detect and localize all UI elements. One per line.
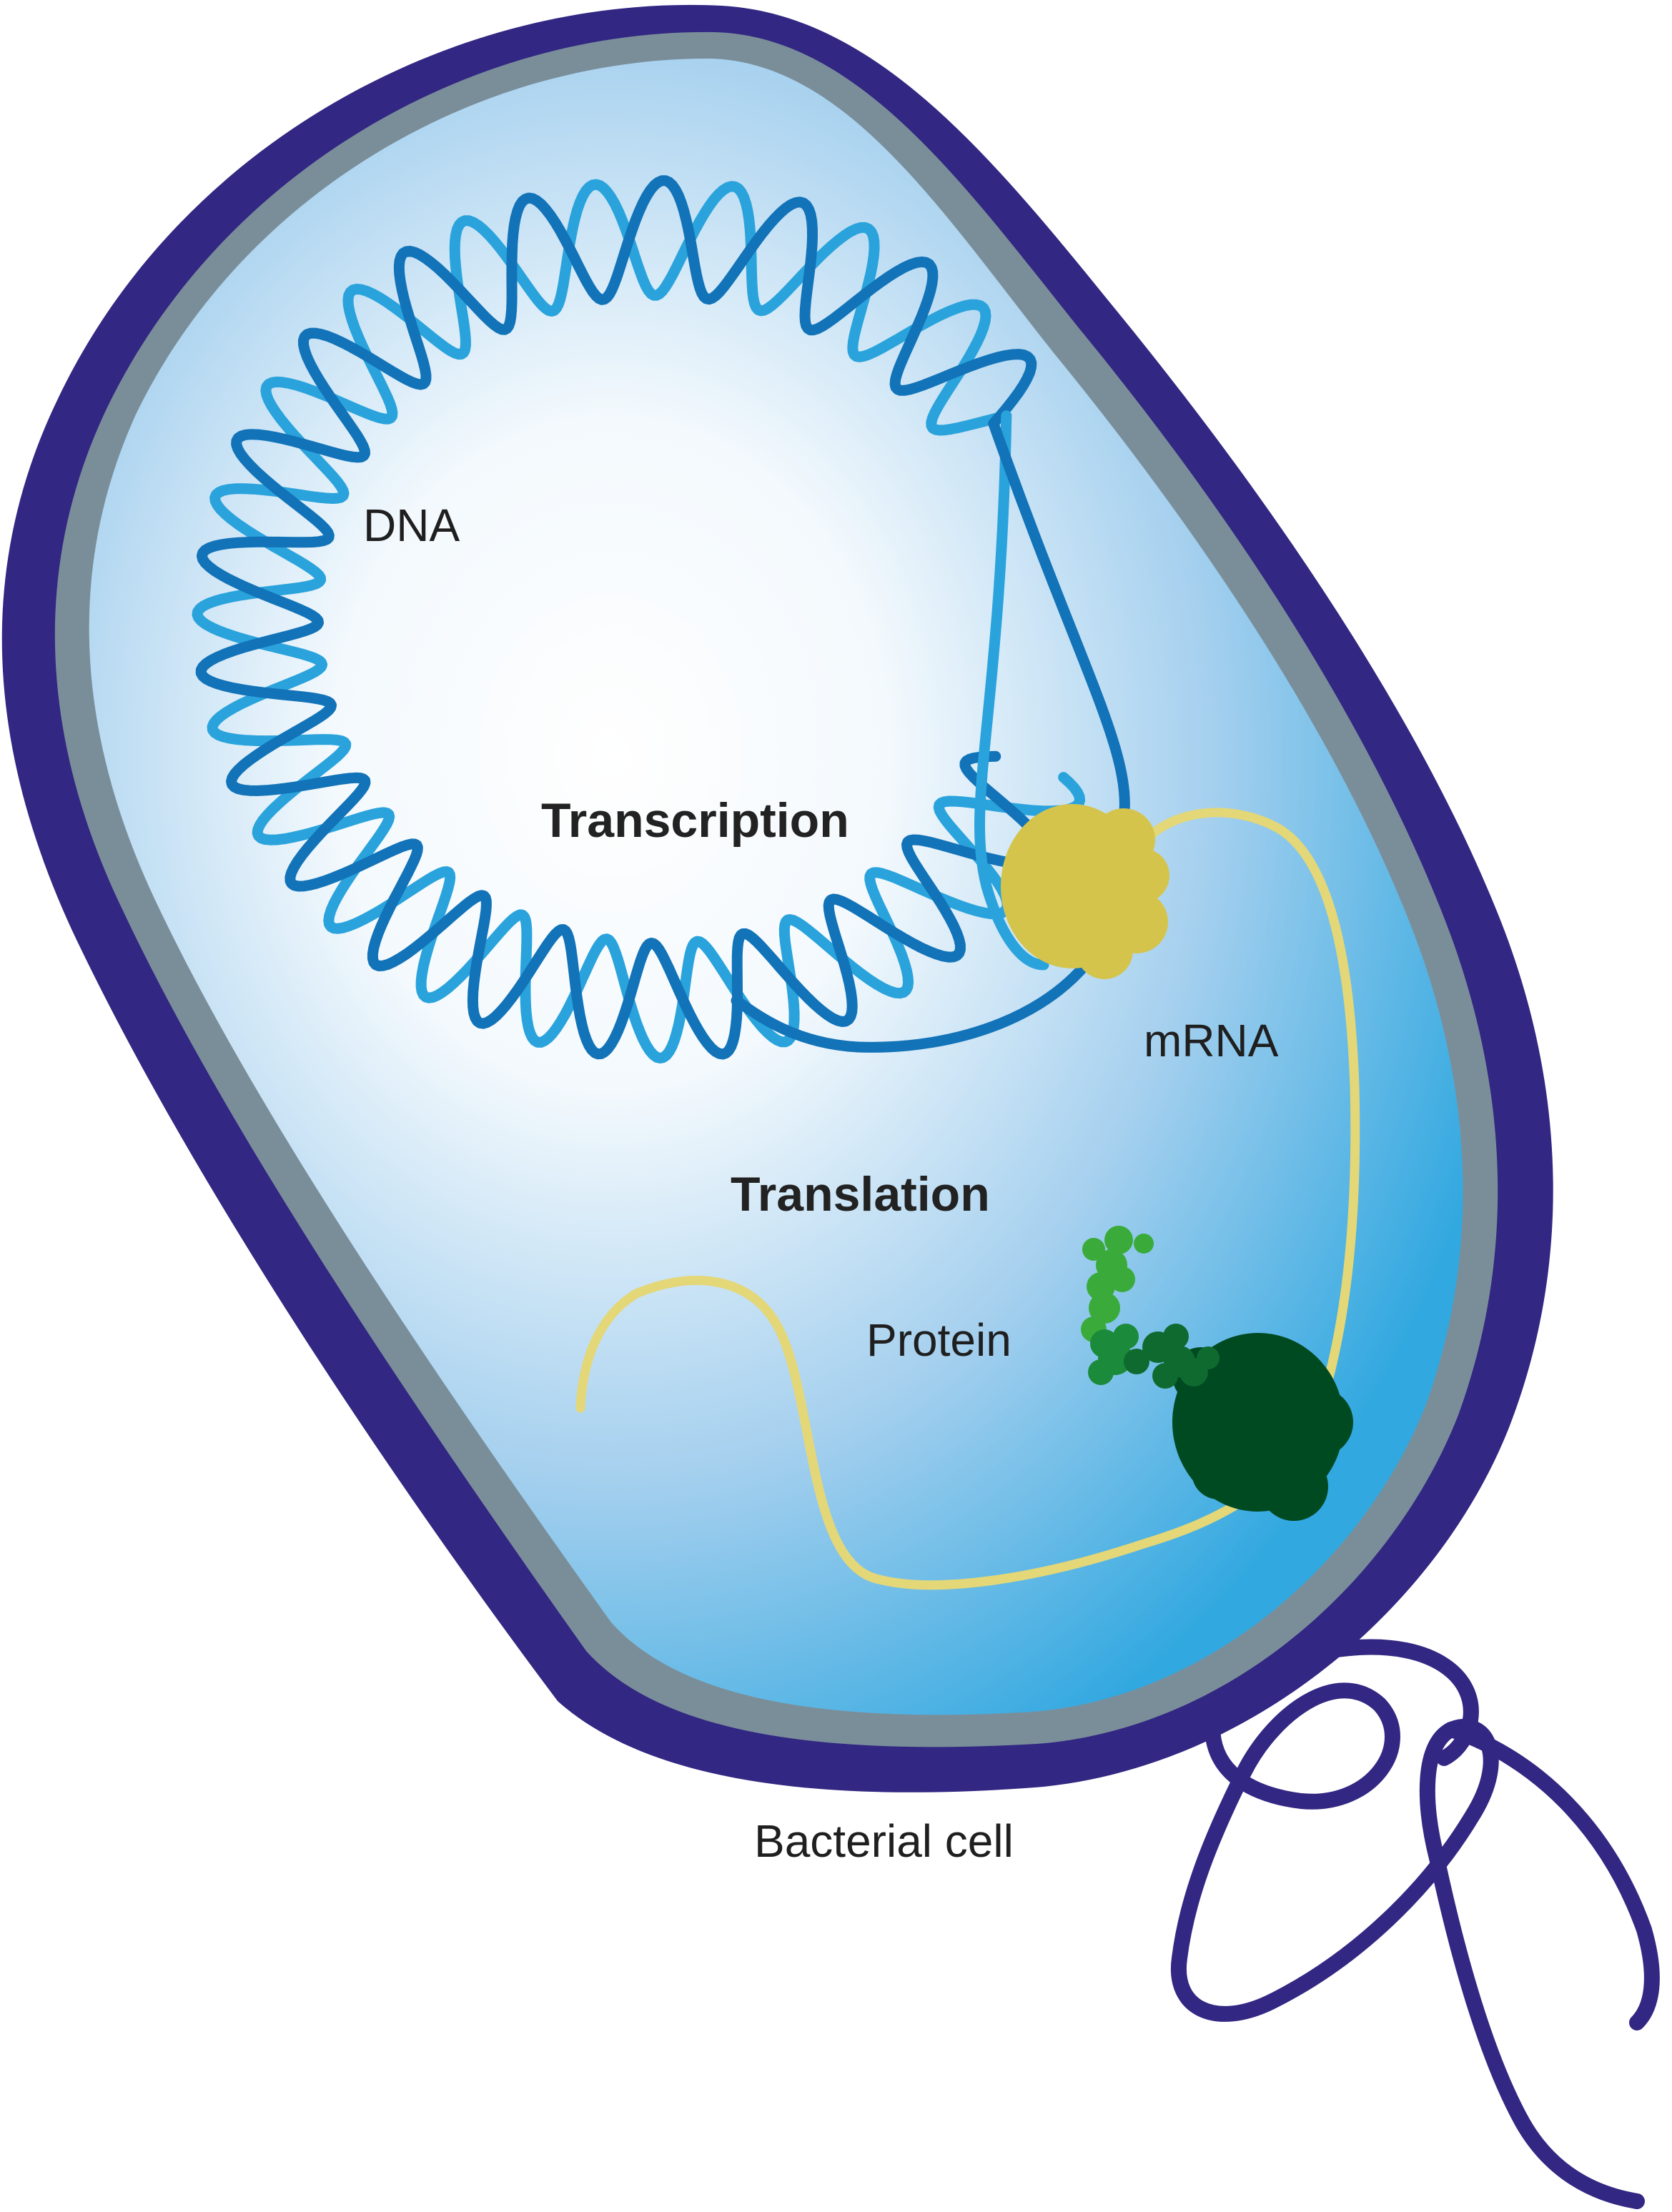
rna-polymerase-lobe bbox=[1115, 848, 1169, 903]
cytoplasm bbox=[89, 58, 1463, 1715]
transcription-label: Transcription bbox=[541, 793, 849, 848]
circular-dna bbox=[192, 175, 1130, 1063]
protein-label: Protein bbox=[866, 1314, 1011, 1366]
protein-amino-acid-bead bbox=[1134, 1234, 1154, 1254]
dna-strand-dark-tail bbox=[731, 418, 1130, 1053]
rna-polymerase bbox=[1001, 804, 1169, 979]
mrna-label: mRNA bbox=[1144, 1015, 1279, 1066]
dna-strand-light-tail bbox=[974, 410, 1049, 971]
ribosome-lobe bbox=[1285, 1388, 1353, 1457]
protein-amino-acid-bead bbox=[1152, 1363, 1178, 1389]
bacterial-cell-label: Bacterial cell bbox=[754, 1815, 1014, 1867]
protein-amino-acid-bead bbox=[1124, 1349, 1149, 1374]
protein-amino-acid-bead bbox=[1089, 1292, 1120, 1324]
ribosome-lobe bbox=[1192, 1445, 1246, 1499]
ribosome-lobe bbox=[1260, 1452, 1328, 1521]
dna-label: DNA bbox=[363, 500, 460, 551]
protein-amino-acid-bead bbox=[1197, 1346, 1220, 1369]
protein-amino-acid-bead bbox=[1088, 1359, 1114, 1385]
dna-strand-dark bbox=[195, 175, 1053, 1060]
protein-amino-acid-bead bbox=[1109, 1266, 1135, 1292]
protein-amino-acid-bead bbox=[1163, 1324, 1189, 1349]
mrna-strand bbox=[575, 808, 1360, 1590]
protein-amino-acid-bead bbox=[1082, 1238, 1105, 1261]
flagellum-strand-main bbox=[1170, 1682, 1645, 2209]
translation-label: Translation bbox=[731, 1167, 990, 1221]
flagellum bbox=[1170, 1639, 1660, 2209]
dna-strand-light bbox=[192, 179, 1086, 1063]
rna-polymerase-lobe bbox=[1076, 922, 1133, 979]
protein-chain bbox=[1081, 1226, 1220, 1389]
protein-amino-acid-bead bbox=[1104, 1226, 1133, 1254]
